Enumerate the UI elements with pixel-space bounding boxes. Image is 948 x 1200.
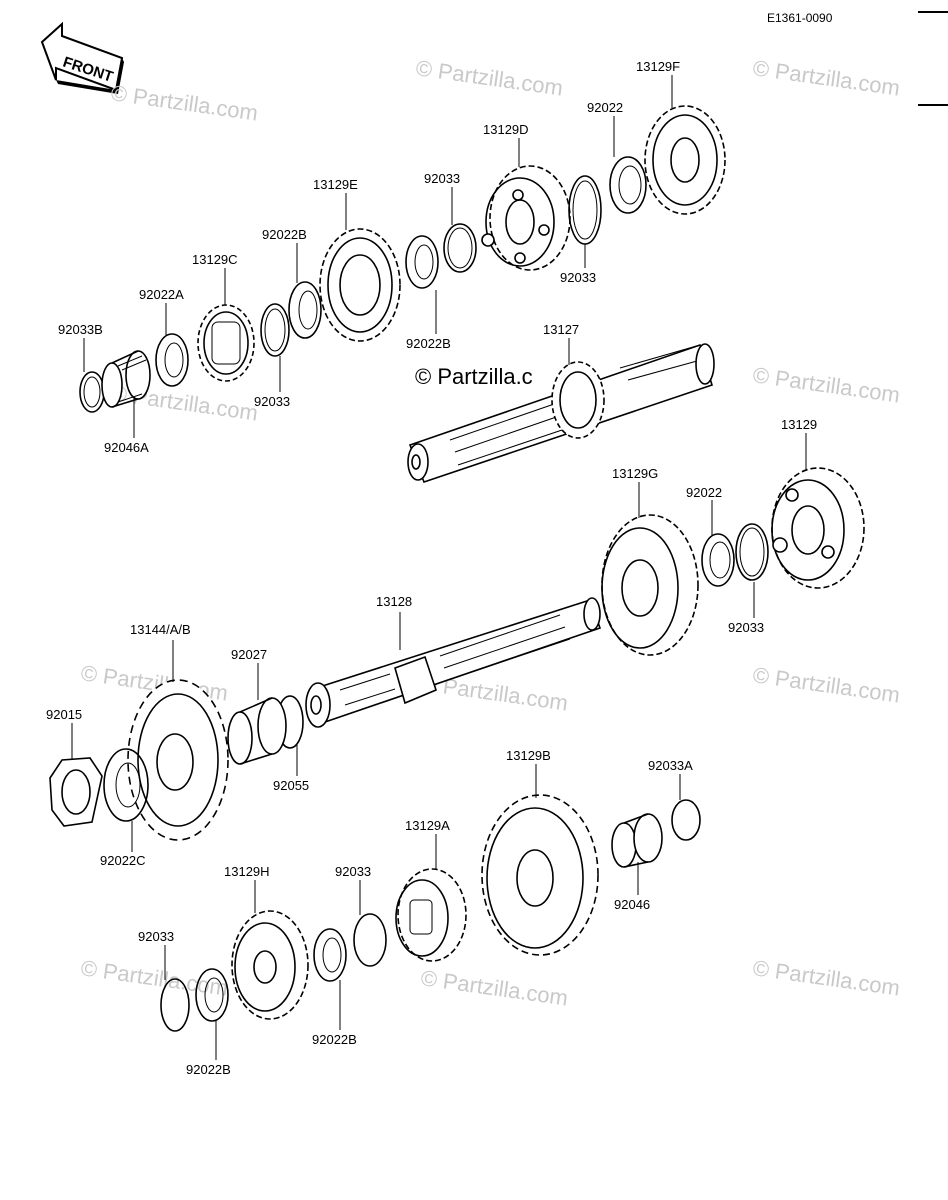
collar-92027 <box>227 697 287 765</box>
label-92033B: 92033B <box>58 322 103 337</box>
circlip-92033B <box>79 371 105 413</box>
washer-92022A <box>155 333 189 387</box>
circlip-92033-top-right <box>568 175 602 245</box>
label-13129F: 13129F <box>636 59 680 74</box>
label-92022B-d: 92022B <box>186 1062 231 1077</box>
circlip-92033-mid <box>735 523 769 581</box>
label-92033-f: 92033 <box>138 929 174 944</box>
gear-13129A <box>395 868 467 962</box>
label-13128: 13128 <box>376 594 412 609</box>
gear-13129F <box>644 105 726 215</box>
label-92055: 92055 <box>273 778 309 793</box>
gear-13129D <box>481 165 571 271</box>
watermark: © Partzilla.com <box>109 80 259 125</box>
circlip-92033-top-mid <box>443 223 477 273</box>
label-92022B-b: 92022B <box>406 336 451 351</box>
label-92022A: 92022A <box>139 287 184 302</box>
circlip-92033-bottom-mid <box>353 913 387 967</box>
label-92033-a: 92033 <box>424 171 460 186</box>
label-92046: 92046 <box>614 897 650 912</box>
gear-13129C <box>197 304 255 382</box>
label-13129C: 13129C <box>192 252 238 267</box>
label-13129G: 13129G <box>612 466 658 481</box>
label-92033A: 92033A <box>648 758 693 773</box>
washer-92022B-bottom-mid <box>313 928 347 982</box>
label-92033-d: 92033 <box>728 620 764 635</box>
output-shaft-13128 <box>305 597 602 728</box>
label-92022-mid: 92022 <box>686 485 722 500</box>
label-13144: 13144/A/B <box>130 622 191 637</box>
label-13129E: 13129E <box>313 177 358 192</box>
watermark: © Partzilla.com <box>419 965 569 1010</box>
washer-92022B-top <box>288 281 322 339</box>
watermark: © Partzilla.com <box>79 955 229 1000</box>
label-13129A: 13129A <box>405 818 450 833</box>
nut-92015 <box>49 757 103 827</box>
washer-92022B-top-mid <box>405 235 439 289</box>
label-13129: 13129 <box>781 417 817 432</box>
circlip-92033-top-left <box>260 303 290 357</box>
washer-92022C <box>103 748 149 822</box>
gear-13129B <box>481 794 599 956</box>
washer-92022-top <box>609 156 647 214</box>
watermark: © Partzilla.com <box>751 662 901 707</box>
label-92022C: 92022C <box>100 853 146 868</box>
washer-92022B-bottom-left <box>195 968 229 1022</box>
diagram-code: E1361-0090 <box>767 11 833 25</box>
circlip-92033A <box>671 799 701 841</box>
gear-13129G <box>601 514 699 656</box>
needle-bearing-92046 <box>611 813 663 868</box>
label-13129D: 13129D <box>483 122 529 137</box>
label-92033-c: 92033 <box>560 270 596 285</box>
watermark: © Partzilla.com <box>751 362 901 407</box>
label-13129H: 13129H <box>224 864 270 879</box>
watermark: © Partzilla.com <box>751 955 901 1000</box>
label-92022B-a: 92022B <box>262 227 307 242</box>
circlip-92033-bottom-left <box>160 978 190 1032</box>
leader-lines <box>71 75 807 1060</box>
sprocket-13144 <box>127 679 229 841</box>
input-shaft-13127 <box>407 343 715 484</box>
watermark: © Partzilla.com <box>751 55 901 100</box>
label-92046A: 92046A <box>104 440 149 455</box>
label-92033-b: 92033 <box>254 394 290 409</box>
watermark-center: © Partzilla.c <box>415 364 533 389</box>
gear-13129E <box>319 228 401 342</box>
label-92022B-c: 92022B <box>312 1032 357 1047</box>
label-92022-top: 92022 <box>587 100 623 115</box>
label-13129B: 13129B <box>506 748 551 763</box>
label-92015: 92015 <box>46 707 82 722</box>
gear-13129H <box>231 910 309 1020</box>
label-13127: 13127 <box>543 322 579 337</box>
label-92027: 92027 <box>231 647 267 662</box>
label-92033-e: 92033 <box>335 864 371 879</box>
watermark: © Partzilla.com <box>414 55 564 100</box>
gear-13129 <box>771 467 865 589</box>
needle-bearing-92046A <box>101 350 151 408</box>
washer-92022-mid <box>701 533 735 587</box>
part-labels: 13129F 92022 13129D 92033 13129E 92022B … <box>46 59 817 1077</box>
